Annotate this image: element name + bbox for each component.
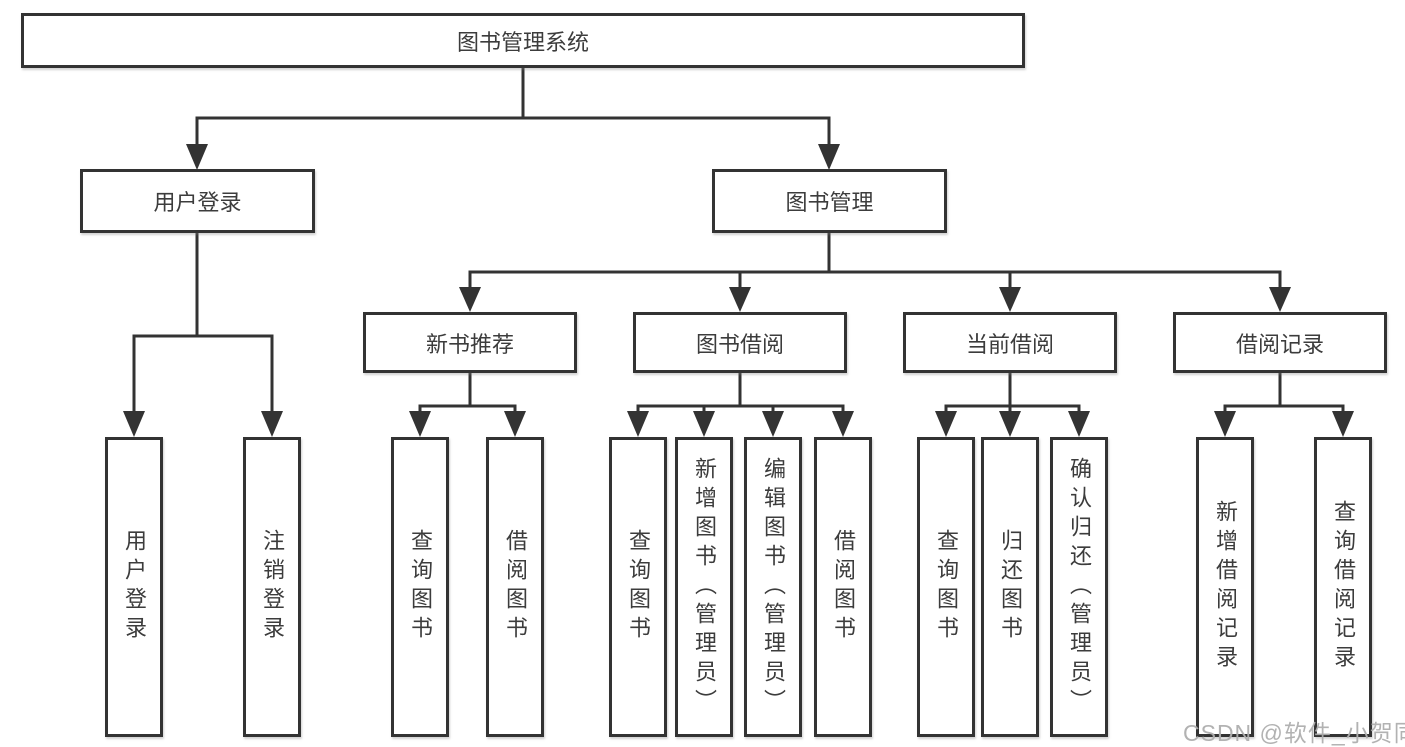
leaf-query-books-current-label: 查询图书	[934, 529, 959, 645]
leaf-confirm-return-admin-label: 确认归还（管理员）	[1067, 456, 1092, 718]
leaf-query-books-current: 查询图书	[917, 437, 975, 737]
leaf-add-borrow-record: 新增借阅记录	[1196, 437, 1254, 737]
node-book-borrow-label: 图书借阅	[695, 331, 784, 357]
node-new-book-recommend: 新书推荐	[363, 312, 577, 373]
watermark: CSDN @软件_小贺同学	[1183, 720, 1405, 746]
leaf-borrow-books: 借阅图书	[814, 437, 872, 737]
node-new-book-recommend-label: 新书推荐	[425, 331, 514, 357]
leaf-edit-books-admin: 编辑图书（管理员）	[744, 437, 802, 737]
node-current-borrow-label: 当前借阅	[965, 331, 1054, 357]
leaf-confirm-return-admin: 确认归还（管理员）	[1050, 437, 1108, 737]
leaf-add-books-admin-label: 新增图书（管理员）	[692, 456, 717, 718]
leaf-borrow-books-label: 借阅图书	[831, 529, 856, 645]
node-book-borrow: 图书借阅	[633, 312, 847, 373]
leaf-edit-books-admin-label: 编辑图书（管理员）	[761, 456, 786, 718]
leaf-query-borrow-record: 查询借阅记录	[1314, 437, 1372, 737]
node-current-borrow: 当前借阅	[903, 312, 1117, 373]
node-book-management-label: 图书管理	[785, 190, 874, 215]
root-node-label: 图书管理系统	[456, 29, 589, 55]
node-user-login-label: 用户登录	[153, 190, 242, 215]
node-borrow-records: 借阅记录	[1173, 312, 1387, 373]
leaf-query-books-borrow-label: 查询图书	[626, 529, 651, 645]
leaf-user-login-label: 用户登录	[122, 529, 147, 645]
leaf-return-books-label: 归还图书	[998, 529, 1023, 645]
leaf-borrow-books-recommend: 借阅图书	[486, 437, 544, 737]
leaf-query-borrow-record-label: 查询借阅记录	[1331, 500, 1356, 674]
node-user-login: 用户登录	[80, 169, 315, 233]
leaf-user-login: 用户登录	[105, 437, 163, 737]
leaf-query-books-recommend-label: 查询图书	[408, 529, 433, 645]
arrowhead-icons	[123, 144, 1354, 437]
leaf-add-borrow-record-label: 新增借阅记录	[1213, 500, 1238, 674]
leaf-add-books-admin: 新增图书（管理员）	[675, 437, 733, 737]
node-book-management: 图书管理	[712, 169, 947, 233]
root-node-library-management-system: 图书管理系统	[21, 13, 1025, 68]
leaf-query-books-recommend: 查询图书	[391, 437, 449, 737]
leaf-logout: 注销登录	[243, 437, 301, 737]
node-borrow-records-label: 借阅记录	[1235, 331, 1324, 357]
leaf-query-books-borrow: 查询图书	[609, 437, 667, 737]
leaf-return-books: 归还图书	[981, 437, 1039, 737]
leaf-borrow-books-recommend-label: 借阅图书	[503, 529, 528, 645]
leaf-logout-label: 注销登录	[260, 529, 285, 645]
